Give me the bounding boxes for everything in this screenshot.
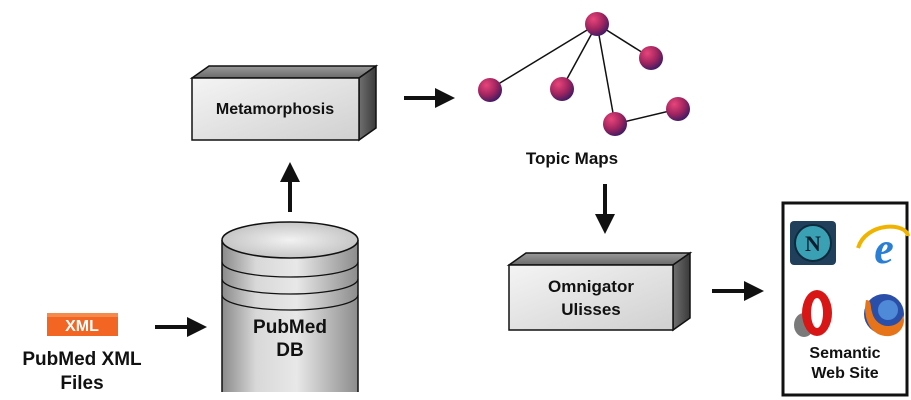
opera-icon bbox=[794, 290, 832, 337]
topic-node bbox=[666, 97, 690, 121]
topic-node bbox=[550, 77, 574, 101]
xml-badge-icon: XML bbox=[47, 313, 118, 336]
pubmed-xml-files-node: XML PubMed XML Files bbox=[22, 313, 142, 394]
internet-explorer-icon: e bbox=[856, 224, 910, 273]
arrows bbox=[155, 88, 764, 337]
metamorphosis-label: Metamorphosis bbox=[216, 101, 334, 118]
topic-map-graph: Topic Maps bbox=[478, 12, 690, 168]
semantic-web-label-line1: Semantic bbox=[809, 345, 880, 362]
topic-maps-label: Topic Maps bbox=[526, 149, 618, 168]
semantic-web-site-node: N e Semantic Web Site bbox=[781, 201, 910, 397]
svg-text:N: N bbox=[805, 231, 821, 256]
topic-node bbox=[478, 78, 502, 102]
metamorphosis-node: Metamorphosis bbox=[189, 64, 379, 142]
pubmed-db-label-line1: PubMed bbox=[253, 317, 327, 338]
topic-node bbox=[585, 12, 609, 36]
omnigator-node: Omnigator Ulisses bbox=[506, 251, 693, 332]
xml-files-label-line1: PubMed XML bbox=[22, 349, 142, 370]
topic-node bbox=[639, 46, 663, 70]
netscape-icon: N bbox=[790, 221, 836, 265]
xml-files-label-line2: Files bbox=[60, 373, 103, 394]
pubmed-db-node: PubMed DB bbox=[221, 221, 359, 392]
firefox-icon bbox=[864, 294, 904, 337]
svg-text:e: e bbox=[874, 224, 894, 273]
omnigator-label-line2: Ulisses bbox=[561, 300, 621, 319]
omnigator-label-line1: Omnigator bbox=[548, 277, 634, 296]
pubmed-db-label-line2: DB bbox=[276, 340, 303, 361]
xml-badge-label: XML bbox=[65, 318, 99, 335]
semantic-web-label-line2: Web Site bbox=[811, 365, 878, 382]
topic-node bbox=[603, 112, 627, 136]
